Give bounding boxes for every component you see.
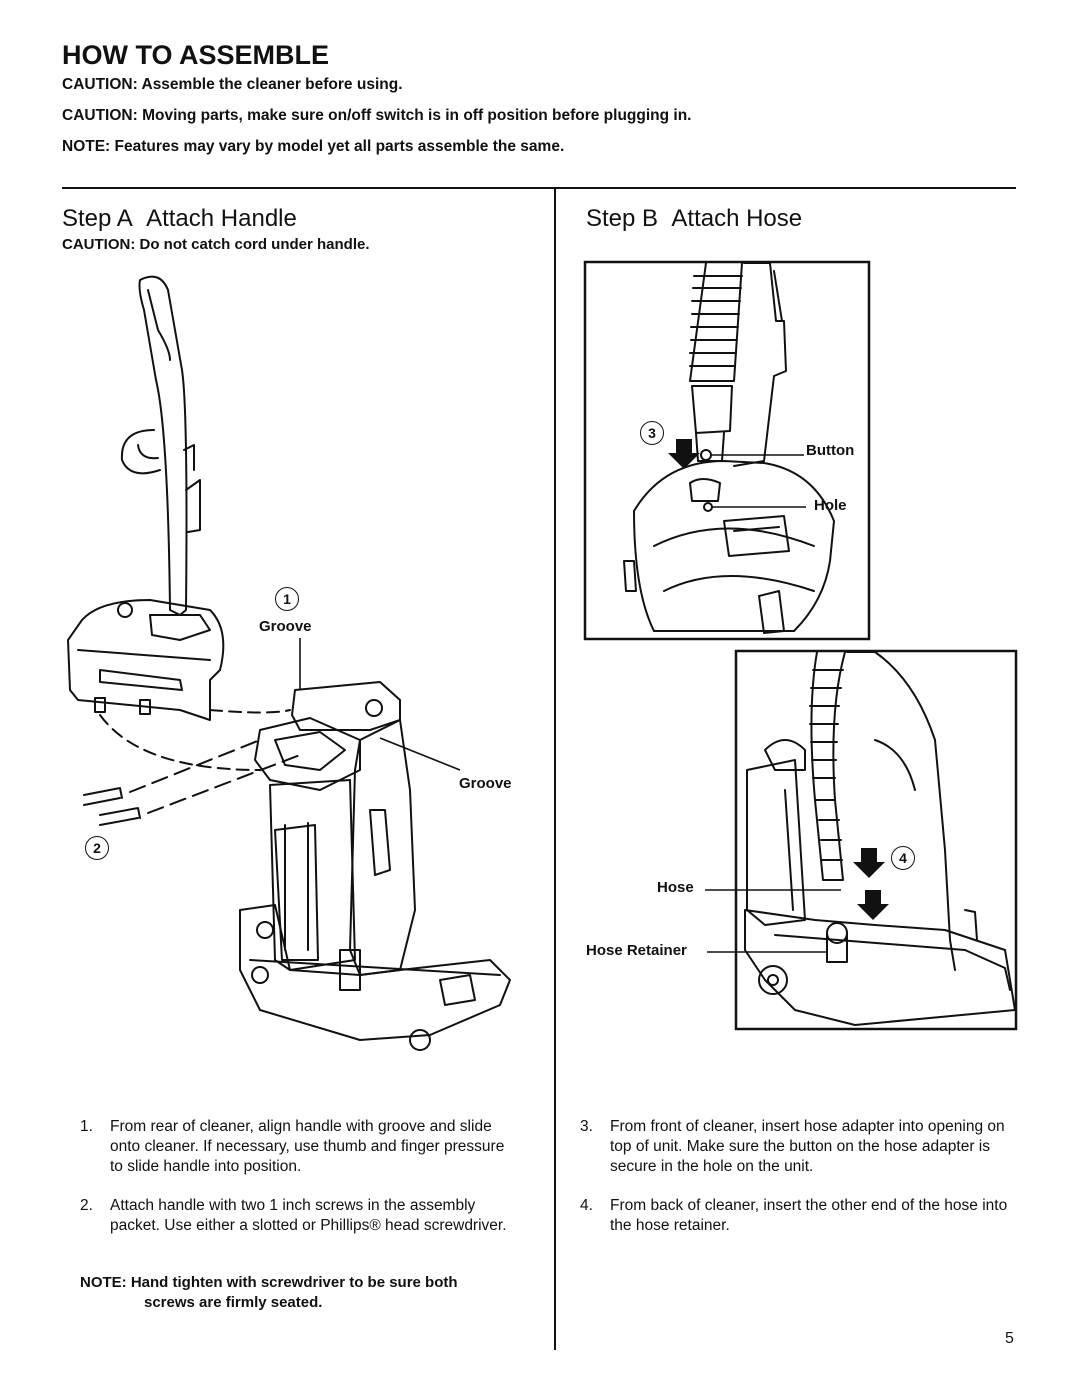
- page-number: 5: [1005, 1330, 1014, 1347]
- hose-front-illustration: [583, 260, 871, 641]
- step-a-title: Attach Handle: [146, 205, 297, 232]
- caution-assemble: CAUTION: Assemble the cleaner before usi…: [62, 76, 403, 93]
- instruction-4-text: From back of cleaner, insert the other e…: [610, 1197, 1008, 1234]
- step-a-prefix: Step A: [62, 205, 133, 232]
- callout-2: 2: [85, 836, 109, 860]
- instruction-1-text: From rear of cleaner, align handle with …: [110, 1118, 505, 1175]
- instruction-4: 4. From back of cleaner, insert the othe…: [580, 1196, 1018, 1236]
- callout-4: 4: [891, 846, 915, 870]
- step-b-title: Attach Hose: [671, 205, 803, 232]
- callout-1: 1: [275, 587, 299, 611]
- hose-back-illustration: [705, 649, 1018, 1031]
- step-b-prefix: Step B: [586, 205, 659, 232]
- note-features: NOTE: Features may vary by model yet all…: [62, 138, 565, 155]
- hole-label: Hole: [814, 497, 847, 514]
- step-a-caution: CAUTION: Do not catch cord under handle.: [62, 236, 370, 253]
- instruction-1-number: 1.: [80, 1118, 93, 1135]
- button-label: Button: [806, 442, 855, 459]
- instruction-4-number: 4.: [580, 1197, 593, 1214]
- step-b-heading: Step B Attach Hose: [586, 205, 802, 233]
- instruction-3-number: 3.: [580, 1118, 593, 1135]
- caution-moving-parts: CAUTION: Moving parts, make sure on/off …: [62, 107, 692, 124]
- instruction-3: 3. From front of cleaner, insert hose ad…: [580, 1117, 1018, 1177]
- page-title: HOW TO ASSEMBLE: [62, 40, 330, 70]
- callout-3: 3: [640, 421, 664, 445]
- column-divider: [554, 187, 556, 1350]
- hose-retainer-label: Hose Retainer: [586, 942, 687, 959]
- step-a-note: NOTE: Hand tighten with screwdriver to b…: [80, 1274, 458, 1311]
- groove-label-1: Groove: [259, 618, 312, 635]
- handle-assembly-illustration: [67, 275, 511, 1051]
- step-a-heading: Step A Attach Handle: [62, 205, 297, 233]
- instruction-1: 1. From rear of cleaner, align handle wi…: [80, 1117, 510, 1177]
- instruction-2: 2. Attach handle with two 1 inch screws …: [80, 1196, 510, 1256]
- instruction-2-number: 2.: [80, 1197, 93, 1214]
- hose-label: Hose: [657, 879, 694, 896]
- groove-label-2: Groove: [459, 775, 512, 792]
- instruction-3-text: From front of cleaner, insert hose adapt…: [610, 1118, 1005, 1175]
- horizontal-divider: [62, 187, 1016, 189]
- instruction-2-text: Attach handle with two 1 inch screws in …: [110, 1197, 507, 1234]
